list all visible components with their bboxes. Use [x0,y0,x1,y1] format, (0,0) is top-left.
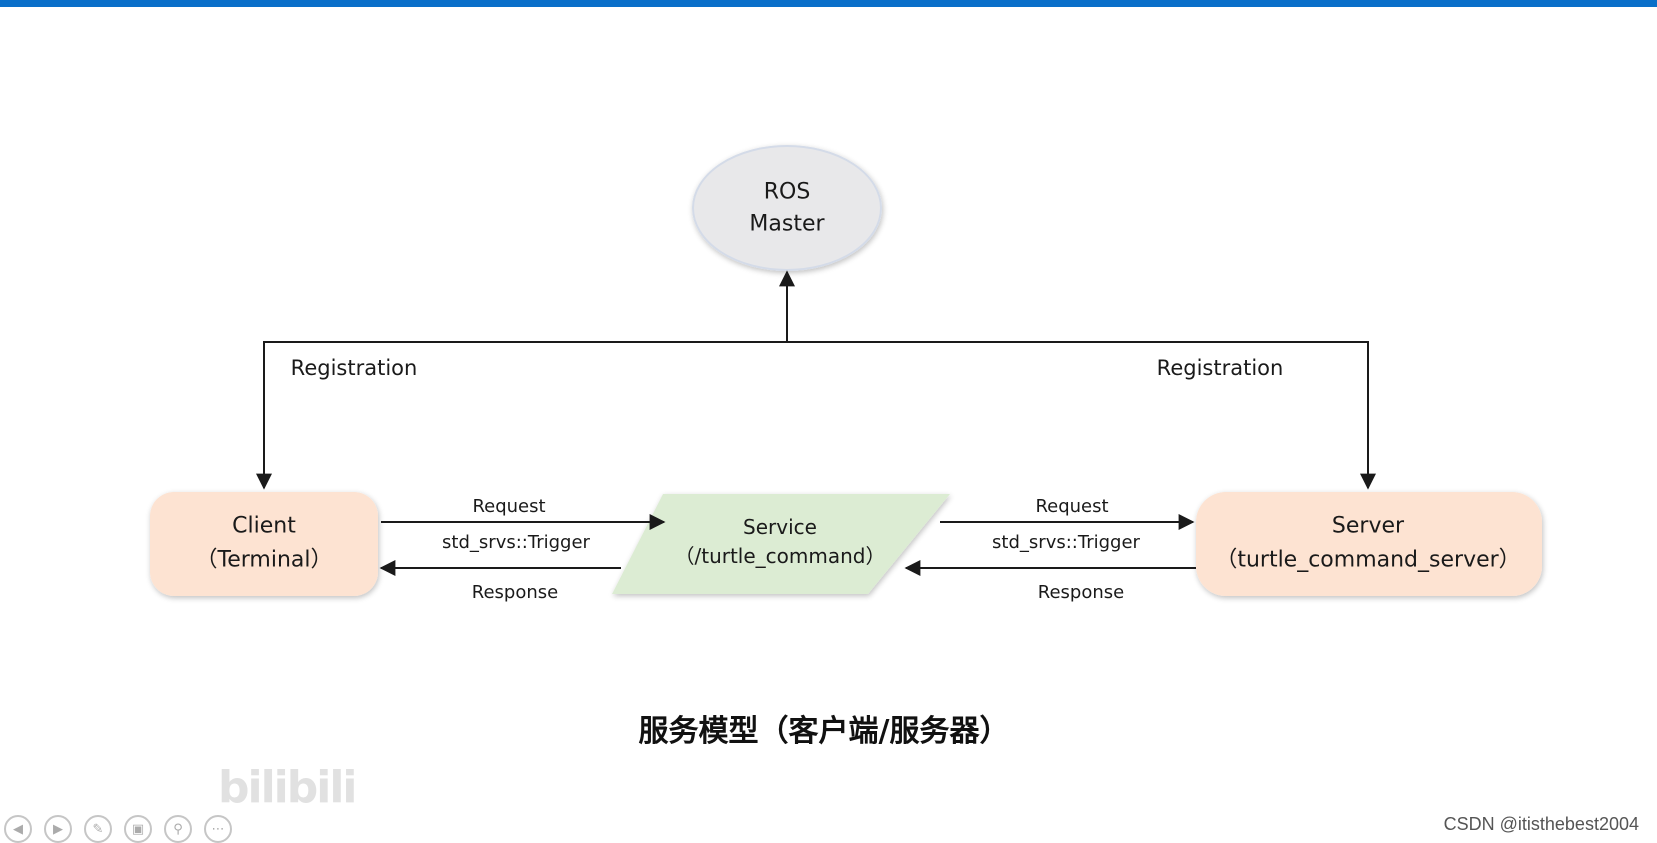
prev-icon[interactable]: ◀ [4,815,32,843]
client-line2: （Terminal） [195,547,333,572]
bilibili-logo: bilibili [218,762,357,813]
diagram-caption: 服务模型（客户端/服务器） [638,714,1010,749]
next-icon[interactable]: ▶ [44,815,72,843]
server-node [1196,492,1542,596]
server-line2: （turtle_command_server） [1215,547,1521,572]
zoom-icon[interactable]: ⚲ [164,815,192,843]
right-response-label: Response [1037,581,1125,603]
left-response-label: Response [471,581,559,603]
csdn-watermark: CSDN @itisthebest2004 [1443,814,1639,834]
ros-master-label: ROS Master [749,179,824,238]
server-line1: Server [1331,513,1405,539]
left-type-label: std_srvs::Trigger [442,531,590,553]
service-label: Service （/turtle_command） [674,515,885,569]
registration-bus-line [263,341,1369,488]
service-node [612,494,950,594]
client-label: Client （Terminal） [196,513,333,574]
service-line2: （/turtle_command） [674,544,886,568]
service-line1: Service [743,515,817,539]
more-icon[interactable]: ⋯ [204,815,232,843]
client-node [150,492,378,596]
registration-right-label: Registration [1156,355,1284,380]
player-controls: ◀ ▶ ✎ ▣ ⚲ ⋯ [4,815,232,843]
top-accent-bar [0,0,1657,7]
right-request-label: Request [1035,495,1109,517]
server-label: Server （turtle_command_server） [1215,513,1520,574]
pen-icon[interactable]: ✎ [84,815,112,843]
ros-master-line2: Master [749,211,825,236]
right-type-label: std_srvs::Trigger [992,531,1140,553]
ros-master-node [692,145,882,271]
client-line1: Client [232,513,296,539]
left-request-label: Request [472,495,546,517]
ros-master-line1: ROS [763,179,811,205]
registration-left-label: Registration [290,355,418,380]
pages-icon[interactable]: ▣ [124,815,152,843]
